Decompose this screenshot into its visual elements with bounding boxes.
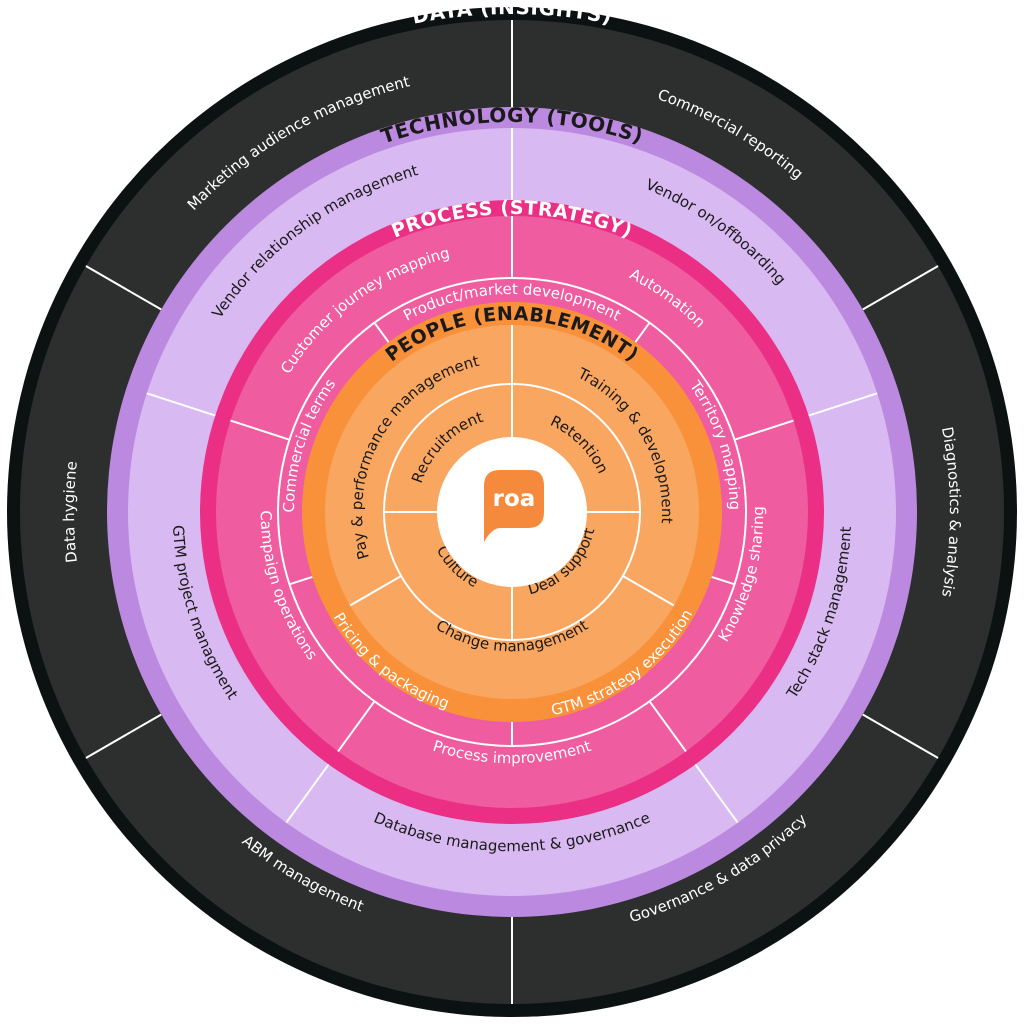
technology-divider <box>285 763 330 824</box>
technology-divider <box>694 763 739 824</box>
process-divider <box>711 575 735 586</box>
roa-logo-icon <box>484 470 544 542</box>
process-mid-line <box>277 277 747 747</box>
process-divider <box>337 700 376 753</box>
data-segment-label: Data hygiene <box>60 460 81 563</box>
data-divider <box>862 265 939 311</box>
center-logo: roa <box>437 437 587 587</box>
people-mid-line <box>383 383 641 641</box>
data-divider <box>85 265 162 311</box>
process-divider <box>373 322 390 343</box>
process-divider <box>634 322 651 343</box>
people-divider <box>622 575 675 607</box>
process-divider <box>648 700 687 753</box>
people-divider <box>349 575 402 607</box>
data-divider <box>85 713 162 759</box>
logo-text: roa <box>493 486 536 512</box>
process-divider <box>734 419 794 441</box>
process-divider <box>230 419 290 441</box>
technology-divider <box>146 392 216 417</box>
technology-divider <box>808 392 878 417</box>
data-divider <box>862 713 939 759</box>
segment-dividers <box>85 20 939 1004</box>
process-divider <box>289 575 313 586</box>
